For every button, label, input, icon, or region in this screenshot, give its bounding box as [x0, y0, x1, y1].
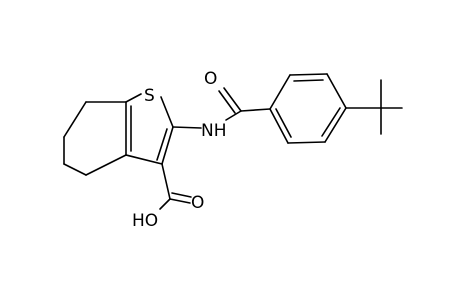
bond-n-co — [225, 110, 242, 121]
bond-co-aryl — [240, 108, 271, 112]
bond-c2-n — [172, 126, 202, 129]
bond-ar3-ar4 — [326, 73, 347, 109]
bond-ar5-ar6 — [287, 141, 326, 144]
bond-ar2-ar3-inner — [293, 79, 324, 82]
bond-ar2-ar3 — [289, 73, 328, 76]
bond-c3a-c4 — [85, 154, 127, 176]
bond-c2-c3-double — [156, 128, 168, 161]
bond-s-c2 — [160, 96, 174, 128]
bond-co-o — [223, 87, 242, 112]
sulfur-label: S — [144, 86, 155, 106]
amide-nh-label: NH — [201, 121, 227, 141]
bond-ar4-ar5-inner — [321, 107, 341, 137]
bond-co-o-double — [218, 90, 236, 114]
bond-cooh-oh — [159, 198, 171, 210]
acid-hydroxyl-label: HO — [132, 211, 158, 231]
bond-ar6-ar1 — [269, 108, 289, 144]
bond-c2-c3 — [161, 126, 174, 165]
bond-ar4-ar5 — [324, 107, 347, 143]
bond-c7a-s — [125, 93, 142, 103]
bond-cooh-o-double — [171, 192, 192, 198]
bond-c6-c7 — [63, 101, 87, 138]
bond-ar6-ar1-inner — [275, 108, 292, 138]
bond-ar1-ar2 — [269, 74, 291, 110]
bond-c4-c5 — [63, 163, 87, 176]
carbonyl-oxygen-label: O — [204, 69, 217, 89]
bond-c3-c3a — [125, 154, 163, 165]
bond-cooh-o — [169, 198, 191, 204]
acid-oxygen-label: O — [191, 193, 204, 213]
bond-c3-cooh — [161, 163, 171, 200]
